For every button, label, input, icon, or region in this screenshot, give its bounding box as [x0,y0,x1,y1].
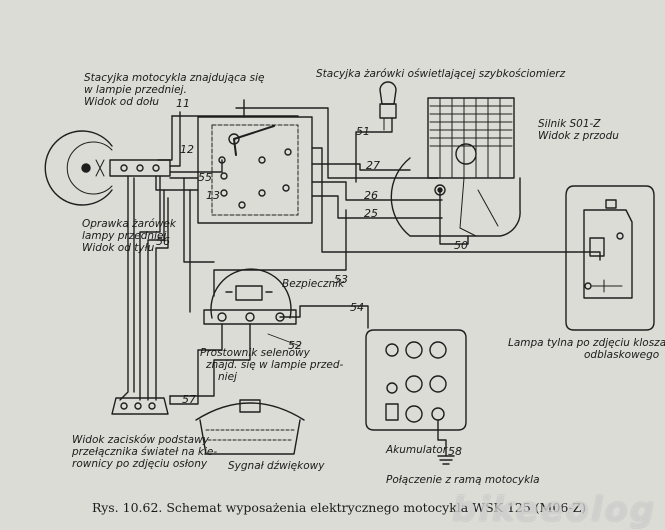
label-battery: Akumulator [386,444,448,456]
watermark-logo: bikeeolog [452,490,657,530]
engine-s01z-front-view [390,97,521,237]
wire-number-58: 58 [448,445,462,458]
label-rectifier-line-3: niej [218,371,237,383]
figure-caption: Rys. 10.62. Schemat wyposażenia elektryc… [92,500,587,515]
label-terminal-line-2: przełącznika świateł na kie- [72,446,218,458]
label-switch-line-1: Stacyjka motocykla znajdująca się [84,72,265,84]
label-engine-line-1: Silnik S01-Z [538,118,601,130]
label-front-lamp-line-1: Oprawka żarówek [82,218,176,230]
label-engine: Silnik S01-Z Widok z przodu [538,118,619,142]
label-front-lamp-line-3: Widok od tyłu [82,242,155,254]
wire-number-12: 12 [180,143,194,156]
horn [195,399,305,455]
selenium-rectifier [169,268,369,405]
label-terminal-base: Widok zacisków podstawy przełącznika świ… [72,434,217,470]
label-ground: Połączenie z ramą motocykla [386,474,540,486]
label-terminal-line-3: rownicy po zdjęciu osłony [72,458,208,470]
wire-number-57: 57 [182,393,196,406]
junction-board [197,116,313,224]
speedometer-lamp-switch [379,81,397,131]
wire-number-26: 26 [364,189,378,202]
tail-lamp-lens-removed [565,185,655,331]
wire-number-55: 55 [198,171,212,184]
label-speedo-switch: Stacyjka żarówki oświetlającej szybkości… [316,68,566,80]
label-horn: Sygnał dźwiękowy [228,460,325,472]
wire-number-50: 50 [454,239,468,252]
wire-number-56: 56 [156,235,170,248]
label-front-lamp-holder: Oprawka żarówek lampy przedniej Widok od… [82,218,176,254]
label-terminal-line-1: Widok zacisków podstawy [72,434,209,446]
label-rectifier-line-1: Prostownik selenowy [200,347,310,359]
wire-number-25: 25 [364,207,378,220]
wire-number-51: 51 [356,125,370,138]
label-front-lamp-line-2: lampy przedniej [82,230,167,242]
wire-number-11: 11 [176,97,190,110]
label-switch-line-3: Widok od dołu [84,96,159,108]
label-tail-lamp-line-2: odblaskowego [584,349,660,361]
label-tail-lamp: Lampa tylna po zdjęciu klosza odblaskowe… [508,337,665,361]
wire-number-54: 54 [350,301,364,314]
label-engine-line-2: Widok z przodu [538,130,619,142]
label-switch-line-2: w lampie przedniej. [84,84,187,96]
label-tail-lamp-line-1: Lampa tylna po zdjęciu klosza [508,337,665,349]
label-fuse: Bezpiecznik [282,278,345,290]
wire-number-27: 27 [366,159,380,172]
light-switch-terminal-base [111,395,171,415]
battery [365,329,467,465]
wire-number-52: 52 [288,339,302,352]
wire-number-53: 53 [334,273,348,286]
label-rectifier: Prostownik selenowy znajd. się w lampie … [200,347,343,383]
label-switch-title: Stacyjka motocykla znajdująca się w lamp… [84,72,265,108]
label-rectifier-line-2: znajd. się w lampie przed- [206,359,344,371]
ignition-switch-bottom-view [44,130,171,206]
wire-number-13: 13 [206,189,220,202]
